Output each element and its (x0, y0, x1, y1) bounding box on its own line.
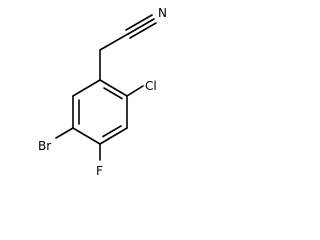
triple-bond-line-1 (127, 18, 155, 35)
molecule-canvas: N Cl Br F (38, 6, 167, 178)
c-cl-bond (126, 85, 144, 97)
ch2-to-cn-bond (99, 33, 129, 51)
ring-double-bond-inner-1 (103, 87, 123, 100)
structure-diagram: N Cl Br F (38, 6, 167, 178)
triple-bond-line-3 (129, 22, 157, 39)
c-br-bond (55, 127, 74, 139)
triple-bond-line-2 (125, 14, 153, 31)
ring-double-bond-inner-2 (102, 125, 122, 138)
ring-bond-c6-c1 (72, 79, 101, 97)
ring-bond-c3-c4 (99, 127, 128, 145)
fluorine-label: F (96, 164, 103, 178)
ring-bond-c1-c2 (99, 79, 128, 97)
chlorine-label: Cl (145, 79, 157, 93)
nitrile-nitrogen-label: N (158, 6, 167, 20)
ring-bond-c4-c5 (72, 127, 101, 145)
bromine-label: Br (38, 139, 51, 153)
